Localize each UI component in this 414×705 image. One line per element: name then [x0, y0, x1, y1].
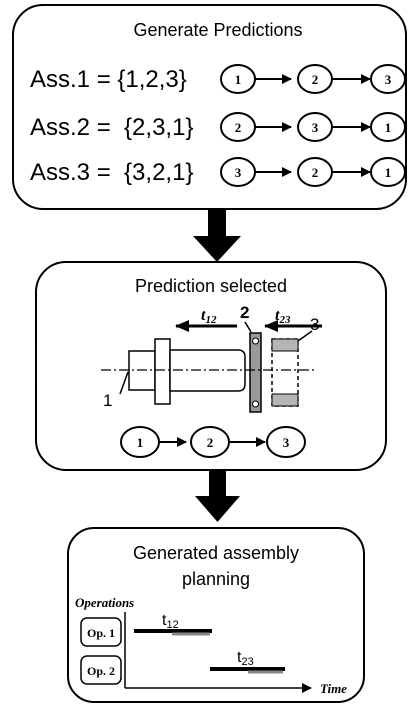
task-t12: t12 [134, 612, 212, 636]
node-label: 2 [312, 165, 319, 180]
node-label: 3 [385, 72, 392, 87]
prediction-row-3: Ass.3 = {3,2,1} 3 2 1 [30, 157, 406, 187]
node-label: 1 [385, 165, 392, 180]
sequence-node: 3 [297, 112, 333, 142]
assembly-2-label: Ass.2 = {2,3,1} [30, 114, 193, 141]
part-label-1: 1 [103, 391, 112, 410]
sequence-node: 2 [297, 157, 333, 187]
t12-label: t12 [201, 307, 217, 326]
part-label-3: 3 [310, 315, 319, 334]
panel-generate-predictions: Generate Predictions Ass.1 = {1,2,3} 1 2… [12, 4, 407, 210]
task-t12-label: t12 [162, 612, 179, 631]
x-axis-label: Time [320, 681, 347, 696]
node-label: 3 [283, 435, 290, 450]
assembly-1-label: Ass.1 = {1,2,3} [30, 66, 187, 93]
panel3-title-line2: planning [182, 569, 250, 589]
sequence-node: 1 [370, 157, 406, 187]
panel-prediction-selected: Prediction selected t12 t23 [35, 261, 387, 471]
node-label: 2 [235, 120, 242, 135]
sequence-node: 1 [120, 426, 160, 458]
op-1-row: Op. 1 [80, 617, 122, 647]
t23-label: t23 [275, 307, 291, 326]
bearing-part [249, 332, 262, 413]
node-label: 1 [137, 435, 144, 450]
sequence-node: 2 [297, 64, 333, 94]
prediction-row-1: Ass.1 = {1,2,3} 1 2 3 [30, 64, 406, 94]
sequence-node: 3 [370, 64, 406, 94]
node-label: 3 [312, 120, 319, 135]
node-label: 2 [312, 72, 319, 87]
sequence-node: 2 [220, 112, 256, 142]
panel-assembly-planning: Generated assembly planning Operations T… [67, 527, 365, 703]
cover-part [271, 338, 299, 407]
flow-arrow-down [193, 209, 241, 262]
sequence-node: 1 [220, 64, 256, 94]
panel2-title: Prediction selected [135, 276, 287, 296]
panel3-title-line1: Generated assembly [133, 543, 299, 563]
assembly-3-label: Ass.3 = {3,2,1} [30, 159, 193, 186]
node-label: 3 [235, 165, 242, 180]
task-t23: t23 [210, 649, 285, 674]
task-t23-label: t23 [237, 649, 254, 668]
transfer-t23: t23 [264, 307, 322, 332]
flow-arrow-down [195, 470, 240, 522]
node-label: 1 [235, 72, 242, 87]
op-2-label: Op. 2 [87, 664, 115, 678]
part-label-2: 2 [240, 303, 249, 322]
op-2-row: Op. 2 [80, 655, 122, 685]
sequence-node: 3 [266, 426, 306, 458]
sequence-node: 2 [190, 426, 230, 458]
node-label: 2 [207, 435, 214, 450]
panel1-title: Generate Predictions [133, 20, 302, 40]
node-label: 1 [385, 120, 392, 135]
prediction-row-2: Ass.2 = {2,3,1} 2 3 1 [30, 112, 406, 142]
sequence-node: 1 [370, 112, 406, 142]
op-1-label: Op. 1 [87, 626, 115, 640]
sequence-node: 3 [220, 157, 256, 187]
selected-sequence: 1 2 3 [120, 426, 306, 458]
transfer-t12: t12 [175, 307, 237, 332]
y-axis-label: Operations [75, 595, 134, 610]
